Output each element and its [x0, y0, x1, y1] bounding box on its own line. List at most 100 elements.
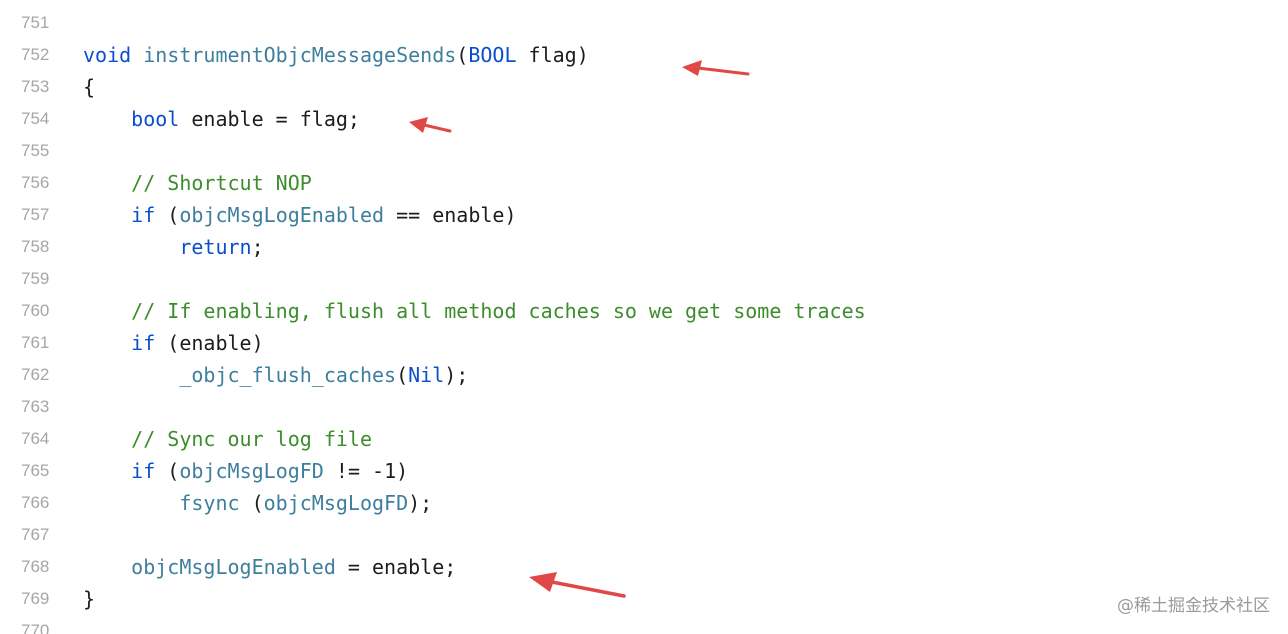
code-token	[83, 299, 131, 323]
code-token: if	[131, 331, 156, 355]
code-token: void	[83, 43, 132, 67]
line-number: 764	[21, 429, 50, 448]
code-text: objcMsgLogEnabled = enable;	[83, 551, 456, 583]
code-token: objcMsgLogEnabled	[179, 203, 385, 227]
line-number: 762	[21, 365, 50, 384]
code-token	[83, 459, 131, 483]
code-token: objcMsgLogFD	[263, 491, 409, 515]
code-text: _objc_flush_caches(Nil);	[83, 359, 468, 391]
code-text: // If enabling, flush all method caches …	[83, 295, 866, 327]
code-token: if	[131, 203, 156, 227]
code-token	[83, 203, 131, 227]
line-number: 768	[21, 557, 50, 576]
code-text: if (objcMsgLogFD != -1)	[83, 455, 408, 487]
line-number: 753	[21, 77, 50, 96]
code-token: // If enabling, flush all method caches …	[131, 299, 866, 323]
code-line: 766 fsync (objcMsgLogFD);	[0, 487, 1288, 519]
code-token: (	[239, 491, 264, 515]
code-text: bool enable = flag;	[83, 103, 360, 135]
code-token: (	[155, 203, 180, 227]
code-token	[83, 363, 179, 387]
code-line: 754 bool enable = flag;	[0, 103, 1288, 135]
code-token	[83, 171, 131, 195]
code-line: 762 _objc_flush_caches(Nil);	[0, 359, 1288, 391]
code-text: {	[83, 71, 95, 103]
code-line: 752 void instrumentObjcMessageSends(BOOL …	[0, 39, 1288, 71]
code-token: }	[83, 587, 96, 611]
code-token: {	[83, 75, 96, 99]
code-line: 751	[0, 7, 1288, 39]
line-number: 770	[21, 621, 50, 634]
line-number: 763	[21, 397, 50, 416]
line-number: 759	[21, 269, 50, 288]
line-number: 767	[21, 525, 50, 544]
code-token: // Sync our log file	[131, 427, 372, 451]
code-token	[83, 491, 179, 515]
code-token: objcMsgLogFD	[179, 459, 324, 483]
code-token: );	[444, 363, 469, 387]
line-number: 765	[21, 461, 50, 480]
code-token: == enable)	[384, 203, 517, 227]
code-text: // Sync our log file	[83, 423, 372, 455]
code-text: fsync (objcMsgLogFD);	[83, 487, 432, 519]
code-token	[83, 235, 179, 259]
code-line: 769}	[0, 583, 1288, 615]
code-token: flag)	[516, 43, 589, 67]
line-number: 769	[21, 589, 50, 608]
code-text: return;	[83, 231, 264, 263]
code-text: void instrumentObjcMessageSends(BOOL fla…	[83, 39, 589, 71]
code-token: return	[179, 235, 252, 259]
code-token	[83, 555, 131, 579]
code-line: 757 if (objcMsgLogEnabled == enable)	[0, 199, 1288, 231]
code-token: BOOL	[468, 43, 517, 67]
code-token: Nil	[408, 363, 445, 387]
code-line: 765 if (objcMsgLogFD != -1)	[0, 455, 1288, 487]
code-line: 760 // If enabling, flush all method cac…	[0, 295, 1288, 327]
code-token: (	[456, 43, 469, 67]
line-number: 751	[21, 13, 50, 32]
code-line: 767	[0, 519, 1288, 551]
code-token	[83, 427, 131, 451]
code-line: 758 return;	[0, 231, 1288, 263]
code-line: 755	[0, 135, 1288, 167]
code-text: // Shortcut NOP	[83, 167, 312, 199]
code-text: if (objcMsgLogEnabled == enable)	[83, 199, 517, 231]
code-line: 768 objcMsgLogEnabled = enable;	[0, 551, 1288, 583]
line-number: 758	[21, 237, 50, 256]
code-token: bool	[131, 107, 180, 131]
line-number: 760	[21, 301, 50, 320]
code-token: ;	[251, 235, 264, 259]
code-token: );	[408, 491, 433, 515]
code-token	[83, 331, 131, 355]
code-text: }	[83, 583, 95, 615]
code-line: 759	[0, 263, 1288, 295]
code-line: 753 {	[0, 71, 1288, 103]
line-number: 766	[21, 493, 50, 512]
line-number: 752	[21, 45, 50, 64]
code-line: 763	[0, 391, 1288, 423]
code-token: (	[155, 459, 180, 483]
code-token: if	[131, 459, 156, 483]
line-number: 754	[21, 109, 50, 128]
code-line: 764 // Sync our log file	[0, 423, 1288, 455]
code-token	[131, 43, 143, 67]
code-token: instrumentObjcMessageSends	[143, 43, 457, 67]
code-token: fsync	[179, 491, 240, 515]
code-line: 770	[0, 615, 1288, 634]
code-token: != -1)	[323, 459, 409, 483]
code-token: enable = flag;	[179, 107, 360, 131]
line-number: 755	[21, 141, 50, 160]
code-token	[83, 107, 131, 131]
line-number: 761	[21, 333, 50, 352]
code-token: (enable)	[155, 331, 264, 355]
code-token: objcMsgLogEnabled	[131, 555, 336, 579]
code-token: = enable;	[335, 555, 457, 579]
line-number: 756	[21, 173, 50, 192]
code-token: _objc_flush_caches	[179, 363, 397, 387]
code-text: if (enable)	[83, 327, 264, 359]
code-line: 761 if (enable)	[0, 327, 1288, 359]
code-token: // Shortcut NOP	[131, 171, 312, 195]
line-number: 757	[21, 205, 50, 224]
code-line: 756 // Shortcut NOP	[0, 167, 1288, 199]
